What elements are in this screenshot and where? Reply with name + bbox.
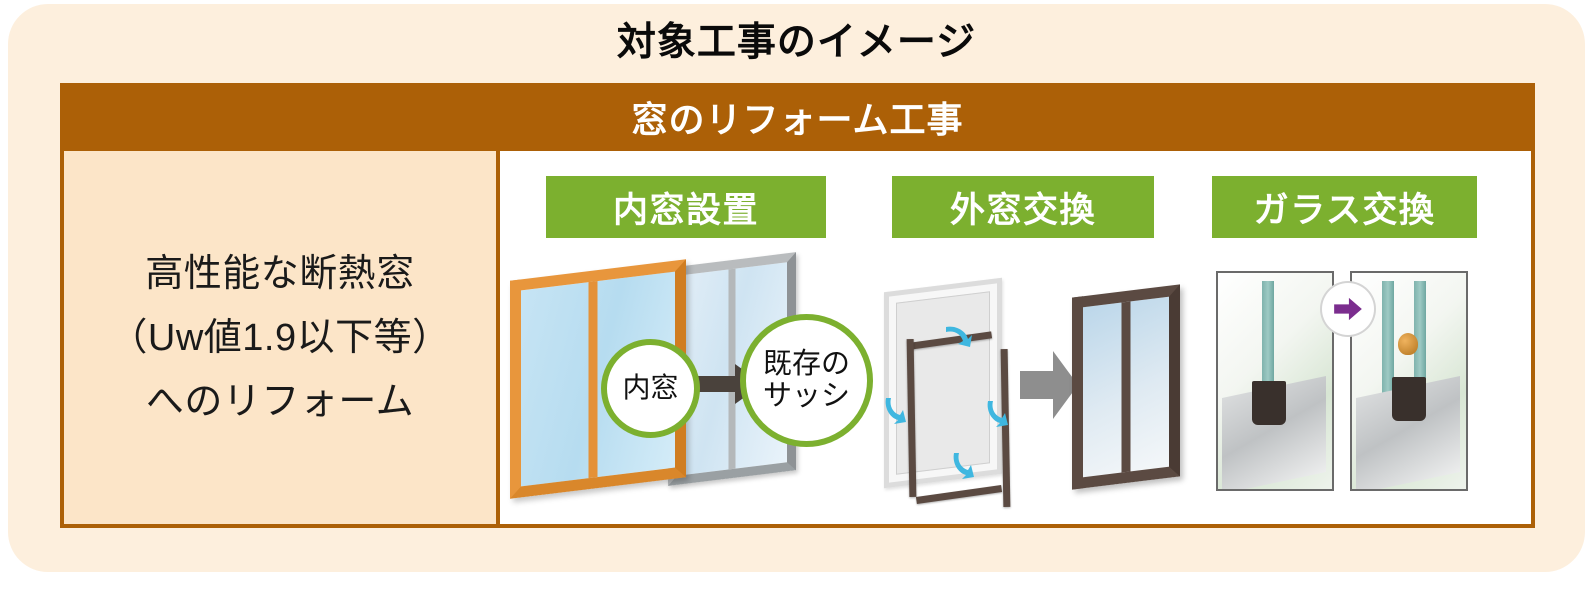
method-badge-label: ガラス交換	[1253, 190, 1436, 230]
callout-inner-window: 内窓	[601, 339, 700, 438]
callout-existing-sash: 既存の サッシ	[740, 314, 873, 447]
method-badge-outer-window: 外窓交換	[892, 176, 1154, 238]
glazing-channel	[1392, 377, 1426, 421]
callout-existing-sash-line-2: サッシ	[762, 379, 850, 412]
inner-window-illustration: 内窓 既存の サッシ	[502, 251, 873, 513]
content-row: 高性能な断熱窓 （Uw値1.9以下等） へのリフォーム 内窓設置	[60, 151, 1535, 528]
double-glass-pane-inner	[1414, 281, 1426, 393]
method-column-outer-window: 外窓交換	[872, 151, 1194, 524]
method-badge-label: 外窓交換	[949, 190, 1096, 230]
install-direction-arrow-icon	[944, 323, 974, 349]
glass-replacement-illustration	[1194, 251, 1524, 513]
method-column-inner-window: 内窓設置 内窓 既存の サッシ	[502, 151, 873, 524]
method-badge-inner-window: 内窓設置	[546, 176, 826, 238]
method-badge-label: 内窓設置	[612, 190, 759, 230]
install-direction-arrow-icon	[882, 396, 908, 426]
glass-photo-before	[1216, 271, 1334, 491]
section-banner: 窓のリフォーム工事	[60, 83, 1535, 151]
page-title: 対象工事のイメージ	[616, 21, 977, 64]
install-direction-arrow-icon	[950, 451, 976, 481]
illustrations-panel: 内窓設置 内窓 既存の サッシ	[500, 151, 1531, 524]
outer-window-illustration	[872, 251, 1194, 513]
info-card: 対象工事のイメージ 窓のリフォーム工事 高性能な断熱窓 （Uw値1.9以下等） …	[8, 4, 1585, 572]
callout-inner-window-label: 内窓	[622, 372, 679, 404]
new-window-graphic	[1072, 284, 1180, 490]
sealant-bead	[1398, 333, 1418, 355]
callout-existing-sash-line-1: 既存の	[762, 348, 850, 381]
requirement-line-1: 高性能な断熱窓	[145, 252, 415, 295]
install-direction-arrow-icon	[984, 399, 1010, 429]
requirement-line-3: へのリフォーム	[145, 380, 415, 423]
double-glass-pane-outer	[1382, 281, 1394, 393]
requirement-panel: 高性能な断熱窓 （Uw値1.9以下等） へのリフォーム	[64, 151, 500, 524]
transform-arrow-icon	[1020, 347, 1078, 423]
method-column-glass-replacement: ガラス交換	[1194, 151, 1524, 524]
method-badge-glass-replacement: ガラス交換	[1212, 176, 1477, 238]
section-banner-label: 窓のリフォーム工事	[631, 99, 964, 140]
glazing-channel	[1252, 381, 1286, 425]
old-window-frame-graphic	[884, 277, 1002, 489]
glass-swap-arrow-icon	[1322, 283, 1374, 335]
removed-frame-bar-bottom	[915, 485, 1003, 504]
requirement-line-2: （Uw値1.9以下等）	[109, 316, 451, 359]
single-glass-pane	[1262, 281, 1274, 393]
